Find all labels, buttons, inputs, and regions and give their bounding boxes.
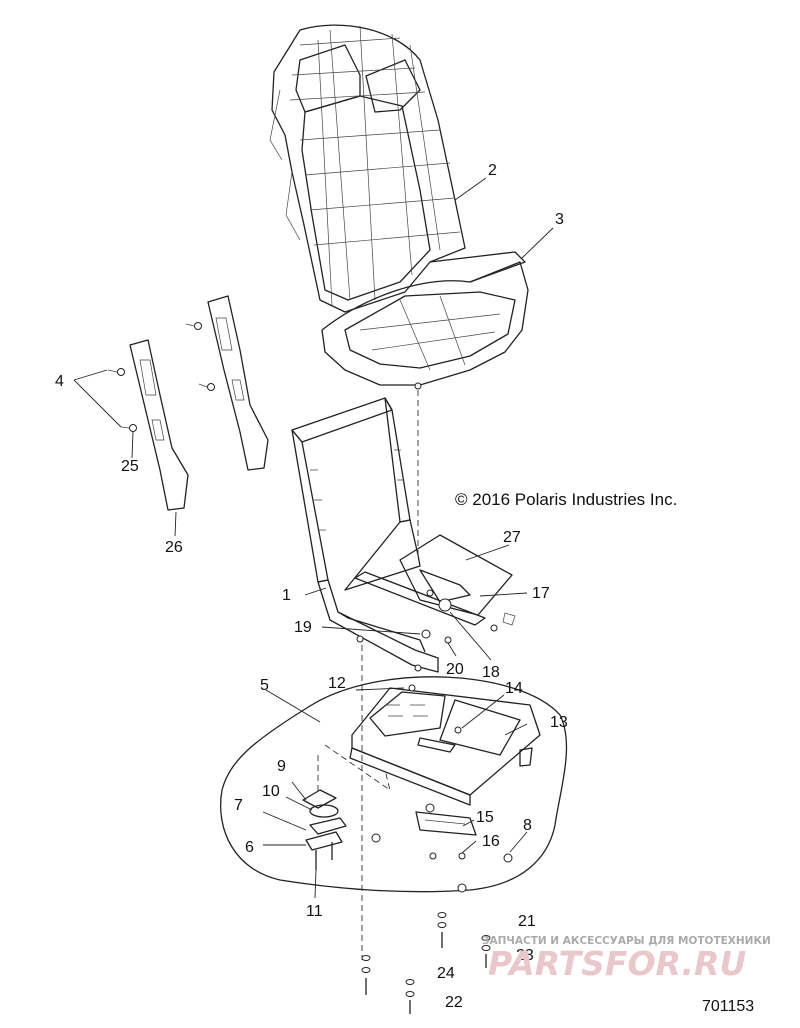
callout-15: 15: [476, 809, 494, 826]
callout-7: 7: [234, 797, 243, 814]
callout-10: 10: [262, 783, 280, 800]
callout-14: 14: [505, 680, 523, 697]
callout-8: 8: [523, 817, 532, 834]
callout-25: 25: [121, 458, 139, 475]
callout-20: 20: [446, 661, 464, 678]
callout-5: 5: [260, 677, 269, 694]
callout-17: 17: [532, 585, 550, 602]
callout-1: 1: [282, 587, 291, 604]
watermark-subtitle: ЗАПЧАСТИ И АКСЕССУАРЫ ДЛЯ МОТОТЕХНИКИ: [482, 935, 771, 947]
callout-2: 2: [488, 162, 497, 179]
callout-26: 26: [165, 539, 183, 556]
seat-slider-drawing: [349, 684, 541, 806]
callout-labels: 1 2 3 4 5 6 7 8 9 10 11 12 13 14 15 16 1…: [55, 162, 568, 1011]
watermark-brand: PARTSFOR.RU: [488, 944, 746, 983]
callout-9: 9: [277, 758, 286, 775]
loose-hardware-drawing: [361, 912, 491, 1014]
figure-number: 701153: [702, 998, 754, 1015]
leader-lines: [73, 177, 554, 899]
callout-4: 4: [55, 373, 64, 390]
seat-frame-drawing: [291, 397, 439, 673]
callout-12: 12: [328, 675, 346, 692]
callout-21: 21: [518, 913, 536, 930]
mount-bracket-drawing: [354, 534, 516, 672]
callout-24: 24: [437, 965, 455, 982]
callout-18: 18: [482, 664, 500, 681]
callout-22: 22: [445, 994, 463, 1011]
callout-16: 16: [482, 833, 500, 850]
callout-13: 13: [550, 714, 568, 731]
callout-27: 27: [503, 529, 521, 546]
small-hardware-drawing: [302, 789, 513, 893]
kit-5-boundary: [220, 676, 568, 893]
side-trim-panels-drawing: [107, 295, 269, 511]
callout-6: 6: [245, 839, 254, 856]
callout-19: 19: [294, 619, 312, 636]
callout-11: 11: [306, 903, 323, 920]
assembly-center-lines: [361, 390, 419, 960]
copyright-notice: © 2016 Polaris Industries Inc.: [455, 490, 677, 509]
callout-23: 23: [516, 947, 534, 964]
callout-3: 3: [555, 211, 564, 228]
seat-assembly-drawing: [269, 24, 529, 390]
